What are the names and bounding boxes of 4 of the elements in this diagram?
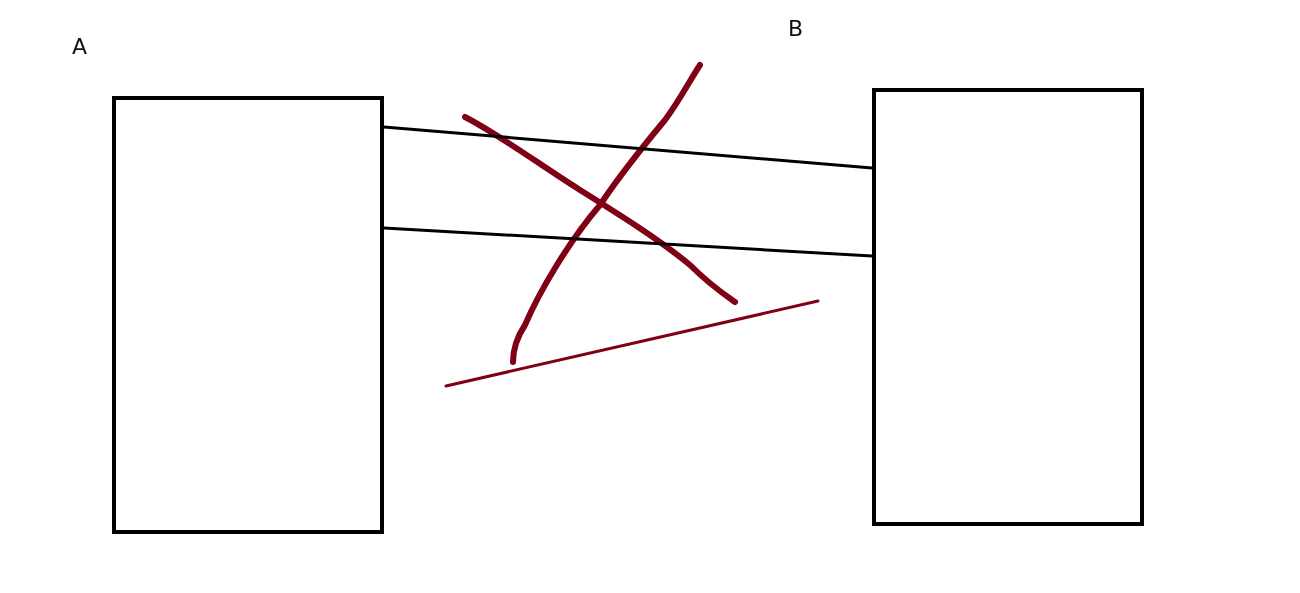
connector-line [383, 125, 873, 170]
box-label: B [788, 16, 804, 41]
box-label: A [72, 34, 88, 59]
connector-line [383, 226, 873, 258]
